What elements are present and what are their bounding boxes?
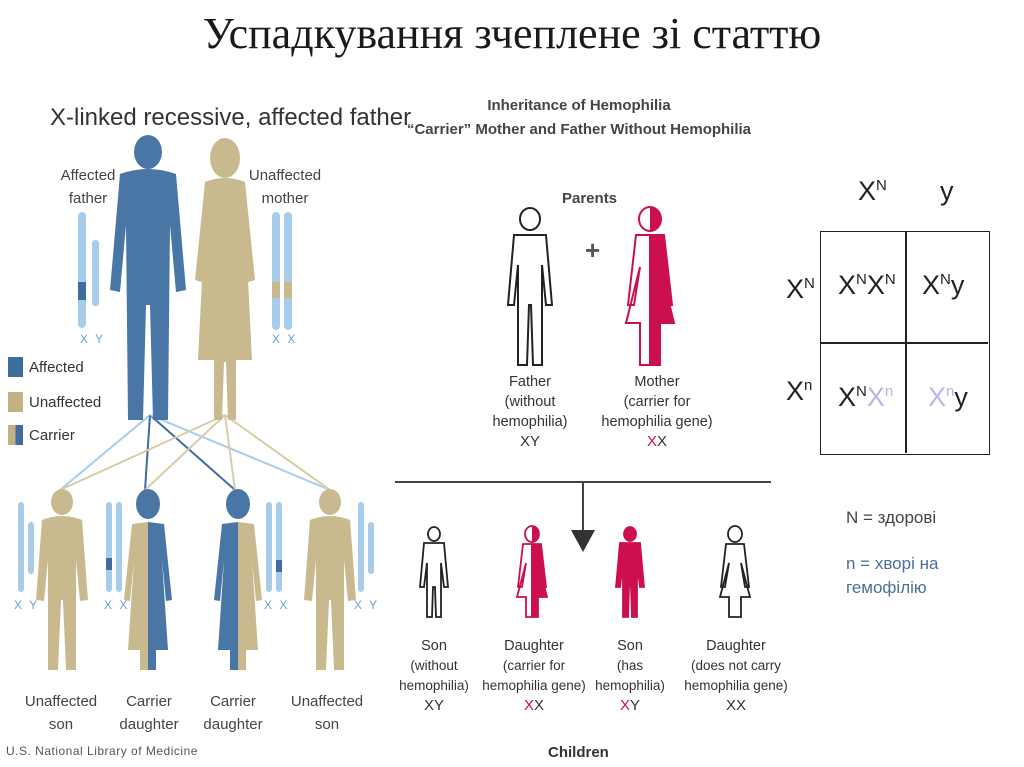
child-daughter-noncarrier-genotype: XX	[725, 697, 747, 714]
plus-sign: +	[585, 235, 601, 265]
child-1-unaffected-son	[36, 489, 88, 670]
parents-label: Parents	[562, 190, 618, 207]
son-outline-figure	[419, 526, 449, 618]
source-credit: U.S. National Library of Medicine	[6, 744, 198, 758]
child-daughter-carrier-description: Daughter (carrier for hemophilia gene) X…	[482, 638, 586, 714]
child-son-affected-description: Son (has hemophilia) XY	[588, 636, 672, 716]
son-affected-figure	[615, 526, 645, 618]
child-4-unaffected-son	[304, 489, 356, 670]
daughter-carrier-figure	[515, 525, 549, 618]
child-son-affected-genotype: XY	[619, 697, 641, 714]
father-genotype: XY	[519, 433, 540, 450]
father-description: Father (without hemophilia) XY	[478, 372, 582, 452]
pedigree-diagram	[18, 135, 374, 670]
slide-title: Успадкування зчеплене зі статтю	[202, 9, 822, 58]
child-1-chromosomes	[18, 502, 34, 592]
cell-2-2: Xny	[928, 382, 968, 412]
child-2-carrier-daughter	[124, 489, 172, 670]
child-daughter-noncarrier-description: Daughter (does not carry hemophilia gene…	[680, 636, 792, 716]
pedigree-lines	[59, 414, 331, 491]
punnett-grid	[820, 231, 990, 455]
cell-1-1: XNXN	[838, 270, 896, 300]
pedigree-title: X-linked recessive, affected father	[50, 104, 412, 131]
child-2-chromosomes	[106, 502, 122, 592]
unaffected-mother-figure	[195, 138, 255, 420]
mother-chrom-label: X X	[272, 332, 298, 346]
child-3-chromosomes	[266, 502, 282, 592]
mother-genotype: XX	[646, 433, 668, 450]
child-son-description: Son (without hemophilia) XY	[388, 636, 480, 716]
legend-carrier: Carrier	[8, 425, 75, 445]
child-4-chrom-label: X Y	[354, 598, 380, 612]
col-header-1: XN	[858, 176, 887, 206]
child-2-chrom-label: X X	[104, 598, 130, 612]
child-3-chrom-label: X X	[264, 598, 290, 612]
children-label: Children	[548, 744, 609, 761]
child-4-chromosomes	[358, 502, 374, 592]
father-chromosomes	[78, 212, 99, 328]
legend-affected: Affected	[8, 357, 84, 377]
child-son-genotype: XY	[423, 697, 445, 714]
row-header-1: XN	[786, 274, 815, 304]
legend-affected-swatch	[8, 357, 23, 377]
key-healthy: N = здорові	[846, 508, 937, 527]
hemophilia-heading: Inheritance of Hemophilia “Carrier” Moth…	[406, 97, 752, 138]
row-header-2: Xn	[786, 376, 813, 406]
mother-description: Mother (carrier for hemophilia gene) XX	[590, 372, 724, 452]
parents-figures	[506, 206, 676, 366]
col-header-2: y	[940, 176, 954, 206]
father-chrom-label: X Y	[80, 332, 106, 346]
child-1-chrom-label: X Y	[14, 598, 40, 612]
legend-unaffected: Unaffected	[8, 392, 101, 412]
down-arrow-icon	[571, 530, 595, 552]
daughter-noncarrier-figure	[718, 525, 752, 618]
cell-1-2: XNy	[922, 270, 965, 300]
child-3-carrier-daughter	[214, 489, 262, 670]
mother-chromosomes	[272, 212, 292, 330]
children-figures	[419, 525, 752, 618]
key-sick: n = хворі на гемофілію	[846, 554, 939, 597]
child-daughter-carrier-genotype: XX	[523, 697, 545, 714]
mother-carrier-figure	[624, 206, 676, 366]
father-outline-figure	[506, 207, 554, 366]
children-divider	[395, 481, 771, 552]
legend-unaffected-swatch	[8, 392, 23, 412]
affected-father-figure	[110, 135, 186, 420]
cell-2-1: XNXn	[838, 382, 894, 412]
legend-carrier-swatch	[8, 425, 23, 445]
